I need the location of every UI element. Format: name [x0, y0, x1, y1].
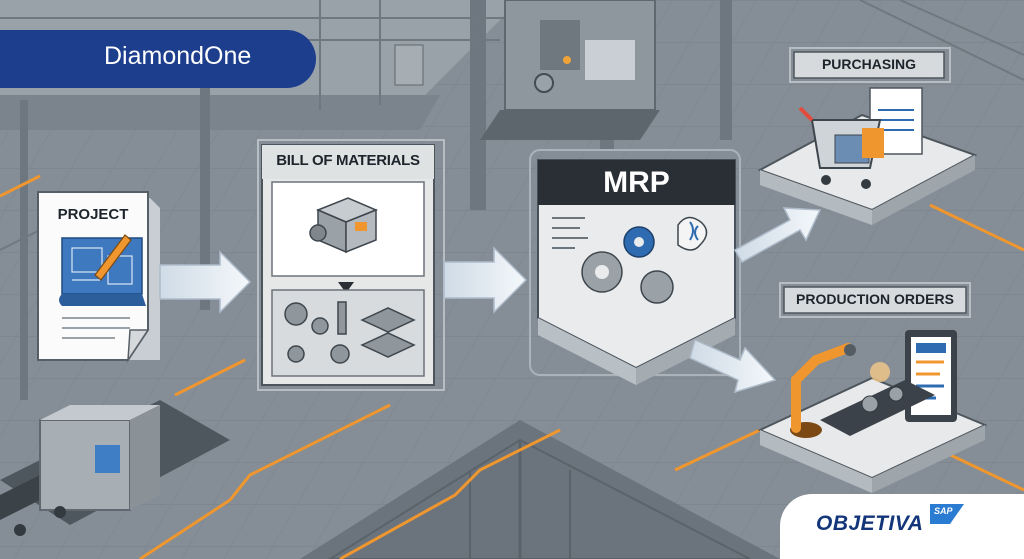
- flow-arrow-2: [443, 246, 528, 314]
- project-card: [37, 191, 160, 363]
- sap-badge-label: SAP: [934, 506, 953, 516]
- production-orders-label: PRODUCTION ORDERS: [796, 291, 954, 307]
- sap-badge-icon: [930, 504, 964, 524]
- bom-card: [257, 139, 445, 391]
- bom-label: BILL OF MATERIALS: [276, 152, 420, 169]
- production-platform: [757, 282, 988, 493]
- mrp-label: MRP: [603, 166, 670, 199]
- accent-lines: [0, 174, 1024, 559]
- conveyor-machine: [0, 400, 230, 536]
- brand-name: DiamondOne: [104, 42, 252, 70]
- purchasing-label: PURCHASING: [821, 56, 917, 72]
- floor-pit: [300, 420, 780, 559]
- partner-banner: OBJETIVA SAP: [780, 494, 1024, 559]
- flow-arrow-production: [689, 338, 777, 394]
- purchasing-platform: [757, 47, 978, 225]
- mrp-block: [529, 149, 741, 385]
- flow-arrow-1: [159, 250, 252, 314]
- brand-banner: DiamondOne: [0, 30, 316, 88]
- project-label: PROJECT: [57, 206, 129, 223]
- partner-name: OBJETIVA: [816, 512, 924, 535]
- flow-arrow-purchasing: [733, 207, 822, 264]
